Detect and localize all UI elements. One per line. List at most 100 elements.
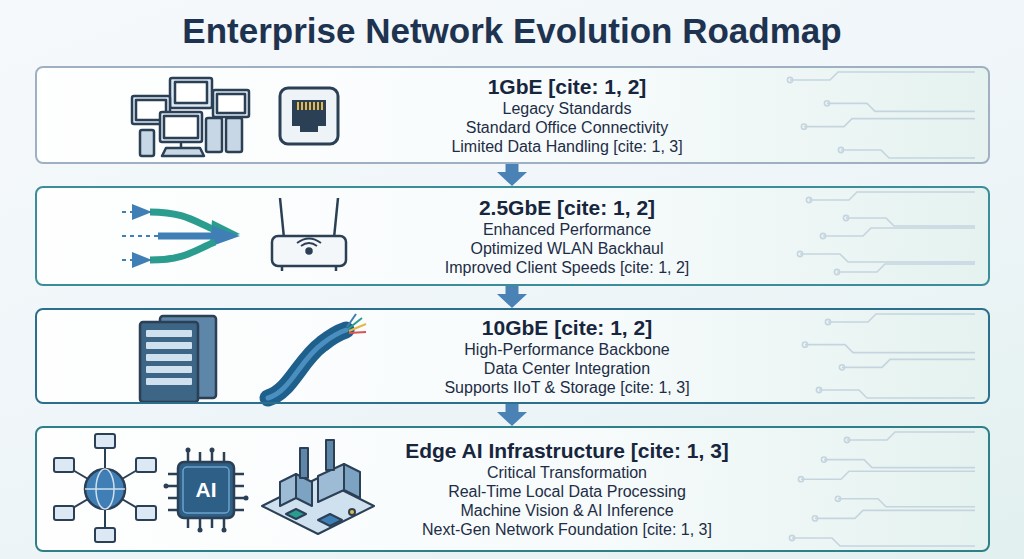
trace-dot bbox=[789, 535, 794, 540]
icon-part bbox=[212, 226, 240, 246]
trace-dot bbox=[802, 342, 807, 347]
circuit-trace bbox=[815, 510, 975, 518]
icon-part bbox=[146, 342, 192, 349]
circuit-trace bbox=[805, 345, 975, 353]
band-text-block: 1GbE [cite: 1, 2]Legacy StandardsStandar… bbox=[367, 74, 767, 156]
trace-dot bbox=[797, 251, 802, 256]
icon-part bbox=[223, 518, 226, 528]
icon-part bbox=[168, 509, 178, 512]
band-text-block: 2.5GbE [cite: 1, 2]Enhanced PerformanceO… bbox=[367, 195, 767, 277]
band-item: Machine Vision & AI Inference bbox=[367, 501, 767, 520]
icon-part bbox=[318, 514, 342, 526]
icon-part bbox=[146, 330, 192, 385]
ai-chip bbox=[164, 448, 249, 533]
icon-part bbox=[226, 118, 242, 152]
icon-part bbox=[198, 528, 203, 533]
icon-part bbox=[268, 330, 346, 398]
band-item: Legacy Standards bbox=[367, 99, 767, 118]
band-heading: 2.5GbE [cite: 1, 2] bbox=[367, 195, 767, 220]
roadmap-band: Edge AI Infrastructure [cite: 1, 3]Criti… bbox=[35, 426, 990, 552]
band-item: Improved Client Speeds [cite: 1, 2] bbox=[367, 258, 767, 277]
band-item: Standard Office Connectivity bbox=[367, 118, 767, 137]
icon-part bbox=[146, 366, 192, 373]
icon-part bbox=[210, 448, 215, 453]
circuit-trace bbox=[801, 471, 975, 479]
circuit-trace bbox=[824, 460, 975, 468]
speed-arrows bbox=[122, 204, 240, 268]
icon-part bbox=[132, 252, 152, 268]
icon-part bbox=[317, 102, 319, 110]
trace-dot bbox=[835, 496, 840, 501]
band-fill bbox=[35, 426, 990, 552]
icon-part bbox=[349, 324, 366, 331]
icon-part bbox=[206, 118, 222, 152]
icon-part bbox=[300, 448, 308, 478]
trace-dot bbox=[806, 197, 811, 202]
icon-part bbox=[162, 148, 204, 156]
icon-part bbox=[281, 266, 284, 271]
icon-part bbox=[168, 497, 178, 500]
icon-part bbox=[85, 469, 125, 509]
trace-dot bbox=[820, 233, 825, 238]
icon-part bbox=[136, 506, 156, 520]
icon-part bbox=[211, 518, 214, 528]
icon-part bbox=[164, 116, 198, 138]
computer-cluster bbox=[132, 78, 249, 156]
icon-part bbox=[321, 102, 323, 110]
circuit-trace bbox=[819, 390, 975, 398]
fiber-cable bbox=[268, 314, 366, 398]
trace-dot bbox=[824, 101, 829, 106]
circuit-trace bbox=[846, 218, 975, 226]
circuit-trace bbox=[828, 314, 975, 322]
icon-part bbox=[170, 78, 212, 108]
icon-part bbox=[211, 452, 214, 462]
network-hub bbox=[54, 434, 156, 542]
diagram-title: Enterprise Network Evolution Roadmap bbox=[0, 10, 1024, 52]
icon-part bbox=[349, 332, 366, 333]
icon-part bbox=[307, 249, 312, 254]
band-item: Optimized WLAN Backhaul bbox=[367, 239, 767, 258]
icon-part bbox=[298, 102, 322, 110]
band-item: Enhanced Performance bbox=[367, 220, 767, 239]
circuit-trace bbox=[809, 192, 975, 200]
icon-part bbox=[280, 198, 284, 238]
circuit-trace bbox=[804, 119, 975, 127]
icon-part bbox=[168, 485, 178, 488]
icon-part bbox=[164, 448, 249, 533]
roadmap-band: 10GbE [cite: 1, 2]High-Performance Backb… bbox=[35, 308, 990, 404]
band-text-block: 10GbE [cite: 1, 2]High-Performance Backb… bbox=[367, 315, 767, 397]
icon-part bbox=[54, 434, 156, 542]
icon-part bbox=[146, 330, 192, 337]
icon-part bbox=[180, 142, 183, 148]
trace-dot bbox=[839, 365, 844, 370]
icon-part bbox=[66, 444, 144, 534]
circuit-trace bbox=[800, 254, 975, 262]
icon-part bbox=[234, 509, 244, 512]
server-rack bbox=[140, 316, 216, 402]
band-item: Real-Time Local Data Processing bbox=[367, 482, 767, 501]
band-text-block: Edge AI Infrastructure [cite: 1, 3]Criti… bbox=[367, 438, 767, 539]
trace-dot bbox=[825, 319, 830, 324]
icon-part bbox=[199, 518, 202, 528]
icon-part bbox=[244, 496, 249, 501]
band-heading: 1GbE [cite: 1, 2] bbox=[367, 74, 767, 99]
icon-part bbox=[150, 212, 215, 230]
icon-part bbox=[309, 102, 311, 110]
flow-arrow bbox=[506, 164, 519, 172]
icon-part bbox=[146, 378, 192, 385]
flow-arrow bbox=[506, 404, 519, 412]
trace-dot bbox=[844, 437, 849, 442]
icon-part bbox=[158, 233, 215, 240]
icon-part bbox=[213, 90, 249, 117]
icon-part bbox=[168, 473, 178, 476]
icon-part bbox=[335, 266, 338, 271]
icon-part bbox=[222, 528, 227, 533]
icon-part bbox=[334, 198, 338, 238]
band-fill bbox=[35, 66, 990, 164]
trace-dot bbox=[801, 124, 806, 129]
icon-part bbox=[199, 452, 202, 462]
icon-part bbox=[146, 354, 192, 361]
icon-part bbox=[186, 448, 191, 453]
icon-part bbox=[297, 239, 321, 244]
icon-part bbox=[234, 485, 244, 488]
